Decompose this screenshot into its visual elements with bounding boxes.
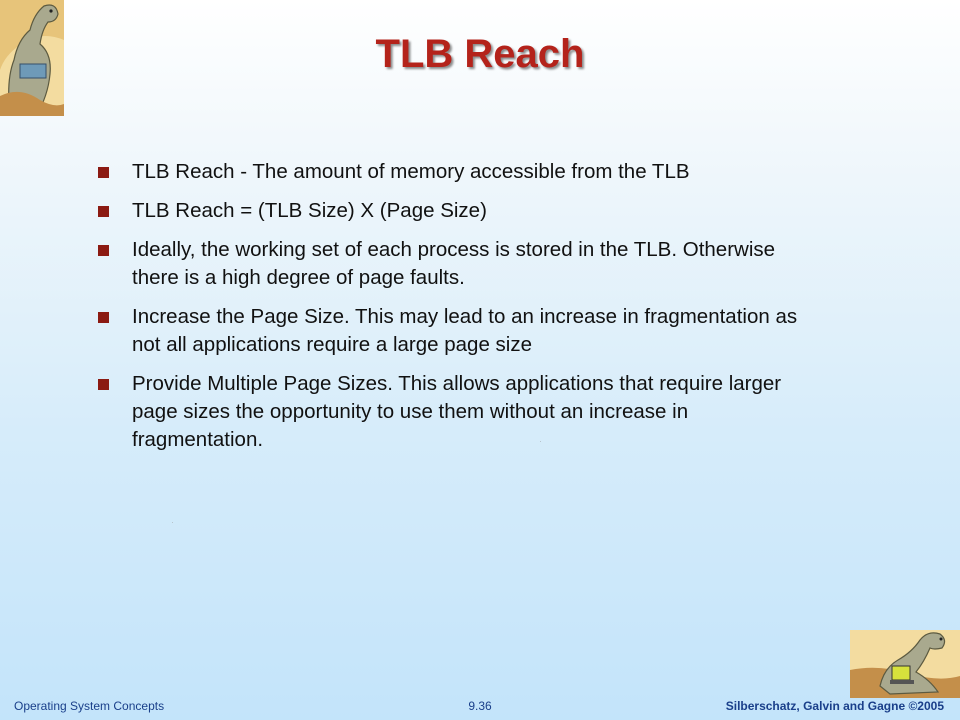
square-bullet-icon [98,379,109,390]
bullet-text: TLB Reach - The amount of memory accessi… [132,160,690,183]
bullet-item: Increase the Page Size. This may lead to… [98,303,818,359]
footer-course-name: Operating System Concepts [14,699,165,713]
bullet-text: Increase the Page Size. This may lead to… [132,305,798,356]
square-bullet-icon [98,245,109,256]
bullet-item: Provide Multiple Page Sizes. This allows… [98,370,818,454]
slide-number: 9.36 [468,699,492,713]
decorative-speck [172,522,173,523]
dinosaur-laptop-icon [850,630,960,698]
square-bullet-icon [98,167,109,178]
bullet-text: TLB Reach = (TLB Size) X (Page Size) [132,199,487,222]
bullet-list: TLB Reach - The amount of memory accessi… [98,158,818,465]
bullet-item: TLB Reach - The amount of memory accessi… [98,158,818,186]
bullet-text: Ideally, the working set of each process… [132,238,776,289]
bullet-text: Provide Multiple Page Sizes. This allows… [132,372,782,451]
decorative-speck [540,441,541,442]
dinosaur-reading-icon [0,0,64,116]
slide-title: TLB Reach [375,32,585,76]
bullet-item: TLB Reach = (TLB Size) X (Page Size) [98,197,818,225]
square-bullet-icon [98,312,109,323]
footer-copyright: Silberschatz, Galvin and Gagne ©2005 [725,699,944,713]
square-bullet-icon [98,206,109,217]
bullet-item: Ideally, the working set of each process… [98,236,818,292]
